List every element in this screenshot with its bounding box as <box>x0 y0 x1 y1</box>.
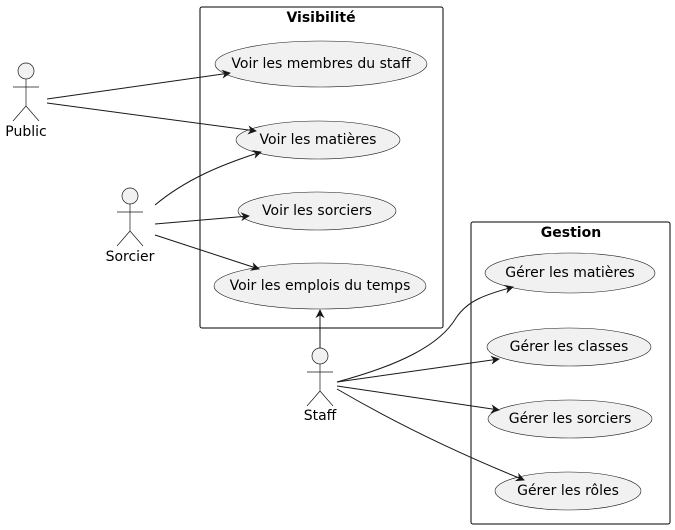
edges <box>46 69 525 482</box>
package-gestion-title: Gestion <box>541 225 601 241</box>
edge-public-voir-staff <box>46 69 231 100</box>
actor-staff-head-icon <box>311 347 329 365</box>
actor-staff[interactable]: Staff <box>304 347 337 424</box>
edge-sorcier-voir-emplois <box>154 234 260 271</box>
usecase-gerer-roles[interactable]: Gérer les rôles <box>494 471 642 511</box>
edge-staff-gerer-sorciers <box>336 385 500 414</box>
actor-sorcier-label: Sorcier <box>106 249 155 265</box>
actor-public-label: Public <box>5 124 46 140</box>
usecase-voir-staff-label: Voir les membres du staff <box>231 56 411 72</box>
actor-public-head-icon <box>17 62 35 80</box>
usecase-voir-sorciers-label: Voir les sorciers <box>262 203 372 219</box>
usecase-gerer-matieres-label: Gérer les matières <box>505 265 635 281</box>
usecase-voir-staff[interactable]: Voir les membres du staff <box>214 40 428 88</box>
edge-sorcier-voir-sorciers <box>154 212 250 225</box>
actor-sorcier[interactable]: Sorcier <box>106 187 155 265</box>
actor-public[interactable]: Public <box>5 62 47 140</box>
usecase-gerer-roles-label: Gérer les rôles <box>517 483 619 499</box>
edge-sorcier-voir-matieres <box>154 150 262 206</box>
edge-staff-gerer-classes <box>336 355 500 383</box>
usecase-gerer-sorciers-label: Gérer les sorciers <box>509 411 632 427</box>
usecase-gerer-matieres[interactable]: Gérer les matières <box>484 252 656 294</box>
usecase-gerer-classes[interactable]: Gérer les classes <box>486 327 652 367</box>
edge-staff-gerer-matieres <box>336 284 514 383</box>
usecase-voir-emplois[interactable]: Voir les emplois du temps <box>213 262 427 310</box>
usecase-gerer-classes-label: Gérer les classes <box>510 339 629 355</box>
usecase-voir-matieres[interactable]: Voir les matières <box>235 120 401 160</box>
package-gestion: Gestion <box>470 221 671 525</box>
usecase-voir-sorciers[interactable]: Voir les sorciers <box>237 191 397 231</box>
package-visibilite-title: Visibilité <box>286 10 355 26</box>
actor-staff-label: Staff <box>304 408 337 424</box>
usecase-voir-emplois-label: Voir les emplois du temps <box>230 278 411 294</box>
actor-sorcier-head-icon <box>121 187 139 205</box>
package-visibilite: Visibilité <box>199 6 444 329</box>
edge-public-voir-matieres <box>46 102 257 135</box>
edge-staff-gerer-roles <box>336 388 525 482</box>
usecase-gerer-sorciers[interactable]: Gérer les sorciers <box>487 399 653 439</box>
usecase-voir-matieres-label: Voir les matières <box>260 132 377 148</box>
